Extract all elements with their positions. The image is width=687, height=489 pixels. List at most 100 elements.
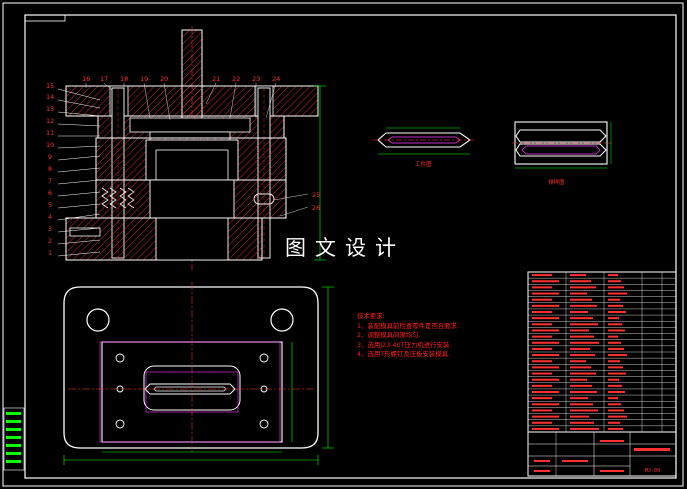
bom-cell-text [570, 397, 588, 400]
drawing-number: MJ-00 [645, 468, 661, 474]
workpiece-view [372, 127, 476, 155]
bom-cell-text [532, 329, 559, 332]
bom-table [527, 271, 677, 433]
bom-cell-text [608, 415, 627, 418]
bom-cell-text [532, 415, 559, 418]
balloon-17: 17 [100, 75, 108, 83]
bom-cell-text [608, 317, 619, 320]
bom-cell-text [532, 403, 559, 406]
bom-cell-text [608, 397, 618, 400]
bom-cell-text [570, 360, 586, 363]
balloon-9: 9 [48, 153, 52, 161]
bom-cell-text [570, 347, 590, 350]
bom-cell-text [532, 391, 559, 393]
bom-cell-text [532, 341, 559, 344]
bom-cell-text [608, 409, 624, 412]
bom-cell-text [532, 323, 552, 326]
balloon-2: 2 [48, 237, 52, 245]
balloon-18: 18 [120, 75, 128, 83]
bom-cell-text [570, 354, 595, 357]
bom-cell-text [532, 397, 552, 400]
balloon-22: 22 [232, 75, 240, 83]
balloon-25: 25 [312, 191, 320, 199]
bom-cell-text [532, 421, 552, 424]
balloon-16: 16 [82, 75, 90, 83]
balloon-7: 7 [48, 177, 52, 185]
bom-cell-text [608, 360, 620, 363]
balloon-6: 6 [48, 189, 52, 197]
bom-cell-text [532, 304, 559, 307]
bom-cell-text [570, 304, 597, 307]
bom-cell-text [532, 378, 559, 381]
balloon-numbers: 15 14 13 12 11 10 9 8 7 6 5 4 3 2 1 16 1… [46, 75, 320, 257]
bom-cell-text [570, 280, 591, 283]
bom-cell-text [608, 354, 627, 357]
bom-cell-text [532, 335, 552, 338]
balloon-24: 24 [272, 75, 280, 83]
balloon-12: 12 [46, 117, 54, 125]
bom-cell-text [608, 427, 623, 430]
bom-cell-text [570, 372, 596, 375]
bom-cell-text [608, 366, 623, 369]
bom-cell-text [570, 298, 592, 301]
bom-cell-text [608, 298, 620, 301]
tech-note-3: 3、选用J23-40T压力机进行安装. [357, 340, 452, 349]
bom-cell-text [532, 317, 559, 320]
bom-cell-text [608, 347, 624, 350]
bom-cell-text [532, 384, 552, 387]
bom-cell-text [570, 391, 597, 393]
bom-cell-text [608, 384, 622, 387]
tech-note-4: 4、选用T形螺钉及压板安装模具. [357, 350, 451, 359]
bom-cell-text [608, 372, 626, 375]
bom-cell-text [570, 335, 594, 338]
bom-cell-text [608, 323, 622, 326]
workpiece-caption: 工件图 [415, 162, 432, 168]
tech-note-1: 1、装配模具前检查零件是否合要求. [357, 321, 459, 330]
bom-cell-text [570, 415, 589, 418]
tech-note-2: 2、调整模具间隙均匀. [357, 331, 421, 340]
bom-cell-text [570, 421, 594, 424]
layout-view [512, 121, 612, 169]
bom-cell-text [532, 409, 552, 412]
bom-cell-text [608, 286, 624, 289]
bom-cell-text [570, 409, 598, 412]
balloon-leaders [57, 88, 101, 257]
bom-cell-text [608, 292, 627, 295]
bom-cell-text [608, 329, 625, 332]
main-section-view [65, 26, 326, 270]
bom-cell-text [570, 427, 599, 430]
balloon-13: 13 [46, 105, 54, 113]
binding-strip [3, 407, 25, 471]
bom-cell-text [608, 304, 623, 307]
bom-cell-text [570, 286, 596, 289]
balloon-14: 14 [46, 93, 54, 101]
title-block [527, 431, 677, 477]
bom-cell-text [532, 347, 552, 350]
bom-cell-text [570, 366, 591, 369]
balloon-19: 19 [140, 75, 148, 83]
watermark-text: 图文设计 [285, 236, 405, 260]
bom-cell-text [570, 292, 587, 295]
bom-cell-text [532, 311, 552, 313]
plan-view [63, 282, 334, 465]
balloon-26: 26 [312, 204, 320, 212]
bom-cell-text [608, 311, 626, 313]
bom-cell-text [532, 427, 559, 430]
bom-cell-text [570, 317, 593, 320]
bom-cell-text [570, 323, 598, 326]
balloon-5: 5 [48, 201, 52, 209]
bom-cell-text [608, 341, 621, 344]
bom-cell-text [532, 280, 559, 283]
balloon-21: 21 [212, 75, 220, 83]
bom-cell-text [608, 391, 625, 393]
bom-cell-text [570, 341, 599, 344]
bom-cell-text [570, 403, 593, 406]
balloon-8: 8 [48, 165, 52, 173]
bom-cell-text [570, 329, 589, 332]
bom-cell-text [532, 354, 559, 357]
balloon-3: 3 [48, 225, 52, 233]
balloon-23: 23 [252, 75, 260, 83]
tech-notes-title: 技术要求: [357, 312, 385, 320]
bom-cell-text [608, 274, 618, 277]
